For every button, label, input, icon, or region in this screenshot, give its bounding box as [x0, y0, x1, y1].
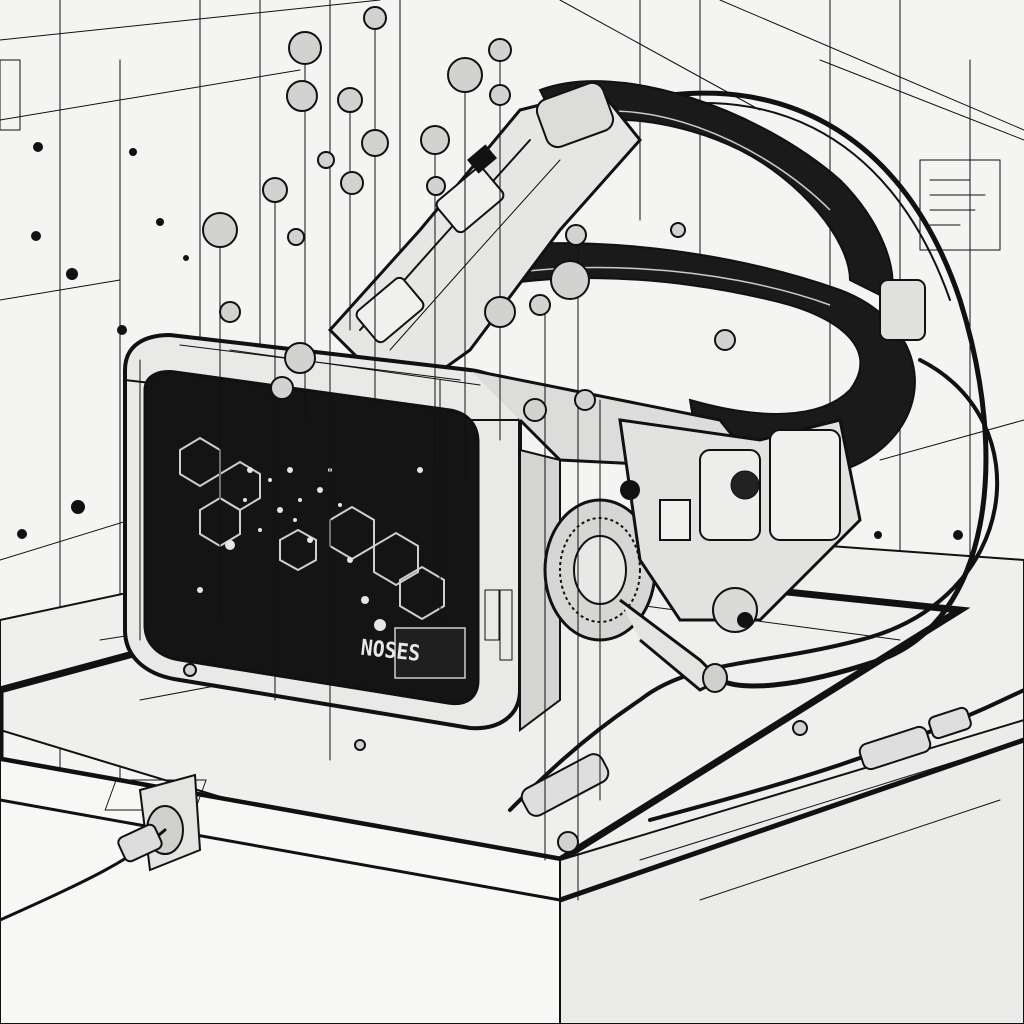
mechanical-arm: [327, 81, 642, 402]
screen-particles: [197, 467, 423, 631]
spheres: [183, 6, 808, 853]
wall-socket: [0, 773, 202, 922]
screen-label: NOSES: [360, 635, 422, 666]
screen-label-box: [394, 627, 466, 679]
side-housing: [618, 418, 862, 633]
visor-screen: NOSES: [143, 370, 480, 706]
headset-cables: [508, 90, 1024, 822]
tiny-dots: [17, 142, 963, 540]
